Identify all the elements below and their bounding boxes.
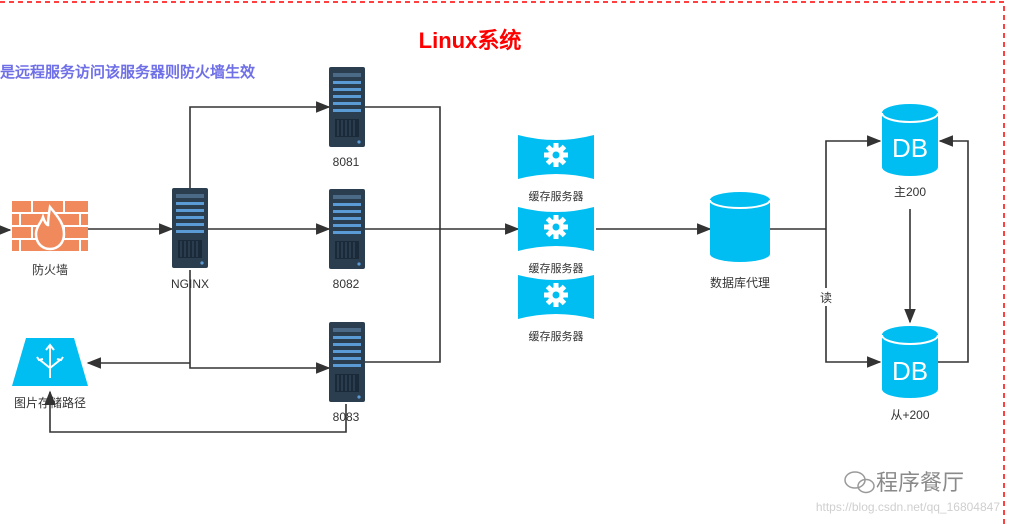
db-master-label: 主200 <box>894 185 926 199</box>
gear-icon <box>518 135 594 179</box>
connectors <box>0 101 969 433</box>
database-icon <box>709 192 771 262</box>
firewall-icon <box>12 201 88 251</box>
watermark-url: https://blog.csdn.net/qq_16804847 <box>816 500 1000 514</box>
gear-icon <box>518 275 594 319</box>
cache-label-2: 缓存服务器 <box>529 261 584 275</box>
image-storage-label: 图片存储路径 <box>14 395 86 410</box>
server-label-8082: 8082 <box>333 277 360 291</box>
nginx-server-icon <box>171 187 209 269</box>
server-label-8081: 8081 <box>333 155 360 169</box>
firewall-note: 是远程服务访问该服务器则防火墙生效 <box>0 63 256 81</box>
read-label: 读 <box>820 291 832 305</box>
db-proxy-label: 数据库代理 <box>710 275 770 290</box>
storage-icon <box>12 338 88 386</box>
server-icon <box>328 188 366 270</box>
cache-label-1: 缓存服务器 <box>529 189 584 203</box>
db-master-text: DB <box>892 133 928 163</box>
db-slave-text: DB <box>892 356 928 386</box>
diagram-title: Linux系统 <box>419 28 522 53</box>
gear-icon <box>518 207 594 251</box>
server-icon <box>328 66 366 148</box>
server-icon <box>328 321 366 403</box>
cache-label-3: 缓存服务器 <box>529 329 584 343</box>
wechat-icon <box>844 471 875 494</box>
db-slave-label: 从+200 <box>890 408 929 422</box>
server-label-8083: 8083 <box>333 410 360 424</box>
nginx-label: NGINX <box>171 277 209 291</box>
firewall-label: 防火墙 <box>32 262 68 277</box>
watermark-brand: 程序餐厅 <box>876 470 964 495</box>
